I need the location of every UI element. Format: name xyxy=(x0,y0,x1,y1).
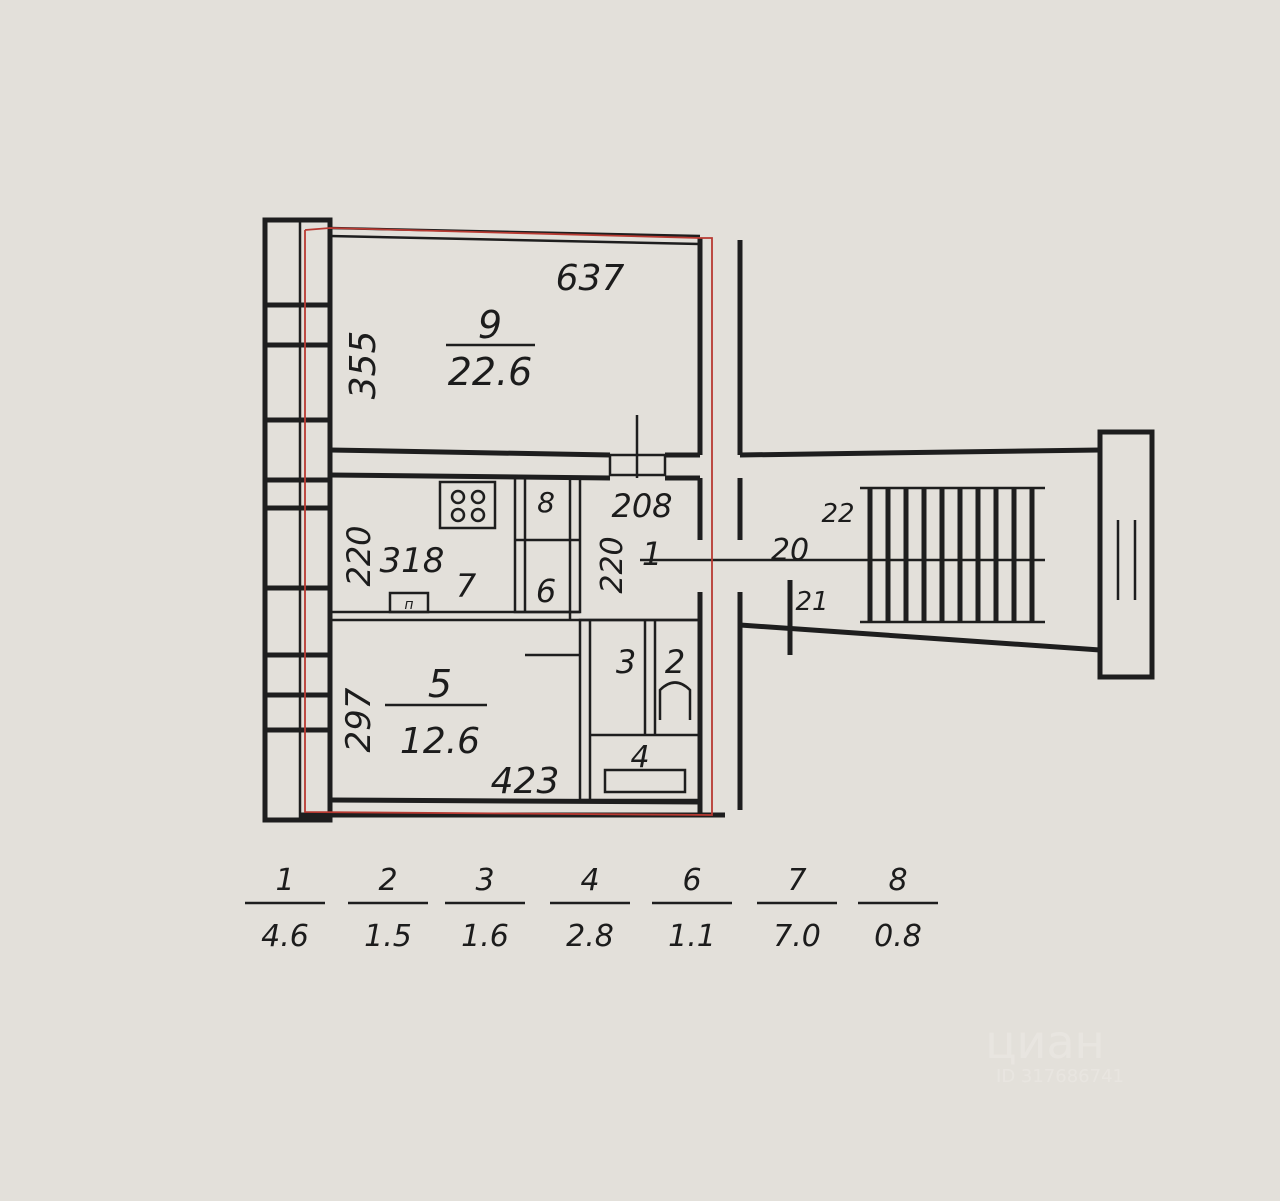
legend-area: 2.8 xyxy=(566,919,614,954)
legend-room: 3 xyxy=(475,863,494,898)
room5-number: 5 xyxy=(428,662,452,706)
legend-item: 80.8 xyxy=(858,863,938,954)
stair-label: 22 xyxy=(821,499,854,529)
room7-length: 318 xyxy=(380,541,445,581)
legend-area: 1.1 xyxy=(668,919,716,954)
legend-area: 1.6 xyxy=(461,919,509,954)
legend-room: 8 xyxy=(888,863,907,898)
stair-label: 21 xyxy=(795,587,828,617)
room4-number: 4 xyxy=(630,740,649,775)
watermark-brand: циан xyxy=(985,1015,1104,1069)
legend-room: 1 xyxy=(275,863,294,898)
legend-item: 21.5 xyxy=(348,863,428,954)
room1-length: 208 xyxy=(611,487,672,525)
legend-item: 14.6 xyxy=(245,863,325,954)
room5-length: 423 xyxy=(491,761,560,802)
watermark: циан ID 317686741 xyxy=(985,1015,1124,1087)
legend-room: 4 xyxy=(580,863,599,898)
room9-area: 22.6 xyxy=(448,350,533,394)
room9-length: 637 xyxy=(556,258,625,299)
room6-number: 6 xyxy=(536,572,556,610)
walls xyxy=(262,217,1155,823)
legend-area: 1.5 xyxy=(364,919,412,954)
room5-width: 297 xyxy=(339,687,379,752)
legend-room: 2 xyxy=(378,863,397,898)
room7-number: 7 xyxy=(456,567,477,605)
legend-item: 61.1 xyxy=(652,863,732,954)
room1-number: 1 xyxy=(642,535,662,573)
room9-width: 355 xyxy=(343,331,384,400)
stair-label: 20 xyxy=(771,533,809,568)
stove-mark: п xyxy=(404,597,413,613)
legend-item: 31.6 xyxy=(445,863,525,954)
room-labels: 637 9 22.6 355 5 12.6 423 297 318 220 7 … xyxy=(339,258,855,802)
legend-item: 77.0 xyxy=(757,863,837,954)
legend-area: 7.0 xyxy=(773,919,821,954)
area-legend: 14.621.531.642.861.177.080.8 xyxy=(245,863,938,954)
room5-area: 12.6 xyxy=(400,721,480,762)
legend-room: 6 xyxy=(682,863,701,898)
legend-area: 4.6 xyxy=(261,919,309,954)
legend-item: 42.8 xyxy=(550,863,630,954)
room1-width: 220 xyxy=(595,536,630,593)
room3-number: 3 xyxy=(616,643,636,681)
room8-number: 8 xyxy=(537,486,555,519)
watermark-id: ID 317686741 xyxy=(996,1066,1124,1087)
room9-number: 9 xyxy=(478,303,502,347)
legend-area: 0.8 xyxy=(874,919,922,954)
room7-width: 220 xyxy=(340,525,378,586)
room2-number: 2 xyxy=(665,643,685,681)
legend-room: 7 xyxy=(787,863,806,898)
